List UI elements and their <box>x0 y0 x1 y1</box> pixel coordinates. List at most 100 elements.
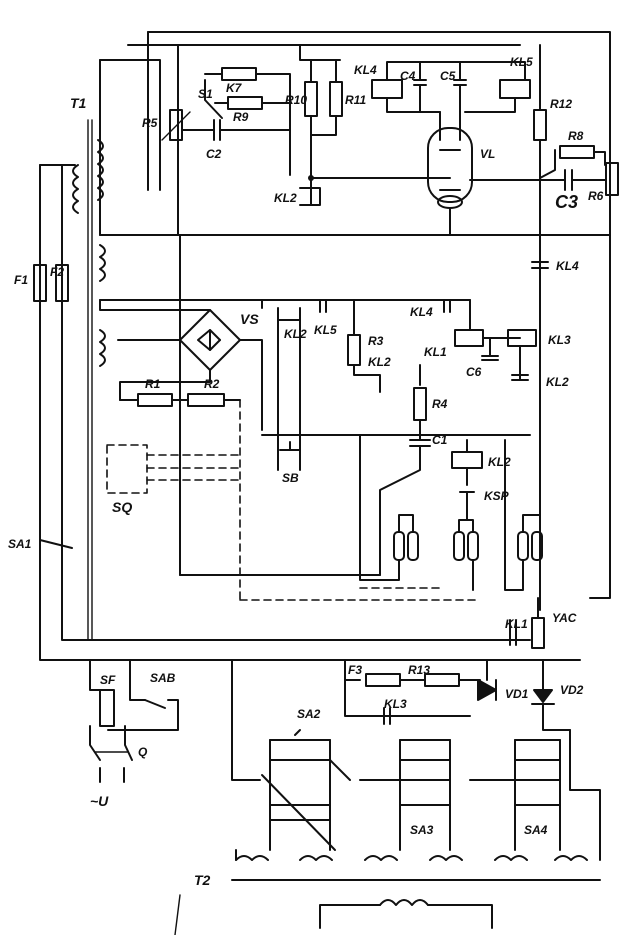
label-c2: C2 <box>206 147 222 161</box>
transformer-t1: T1 <box>70 95 106 641</box>
sensor-probes <box>179 434 543 591</box>
relay-yac <box>531 617 545 649</box>
label-r4: R4 <box>432 397 448 411</box>
relay-kl4-coil <box>371 79 403 99</box>
thyristor-vd1 <box>477 679 497 701</box>
resistor-r1 <box>137 393 173 407</box>
label-kl2-d: KL2 <box>488 455 511 469</box>
label-kl3: KL3 <box>548 333 571 347</box>
resistor-r8 <box>559 145 595 159</box>
label-yac: YAC <box>552 611 577 625</box>
switch-sa2: SA2 <box>231 659 351 851</box>
resistor-r13 <box>424 673 460 687</box>
label-ksp: KSP <box>484 489 510 503</box>
fuse-f2 <box>55 264 69 302</box>
top-relays: KL4 C4 C5 KL5 <box>354 44 541 113</box>
relay-kl1-coil <box>454 329 484 347</box>
label-r3: R3 <box>368 334 384 348</box>
probe-2 <box>453 519 479 591</box>
bridge-vs: VS <box>117 309 263 431</box>
label-f3: F3 <box>348 663 362 677</box>
label-c4: C4 <box>400 69 416 83</box>
resistor-f3 <box>365 673 401 687</box>
label-sa3: SA3 <box>410 823 434 837</box>
label-s1: S1 <box>198 87 213 101</box>
label-sf: SF <box>100 673 116 687</box>
tube-vl: VL <box>427 111 495 236</box>
label-q: Q <box>138 745 148 759</box>
label-kl5-top: KL5 <box>510 55 533 69</box>
resistor-r3 <box>347 334 361 366</box>
label-c6: C6 <box>466 365 482 379</box>
switch-sa4: SA4 <box>469 729 601 861</box>
label-vl: VL <box>480 147 495 161</box>
lower-power: KL1 YAC SF SAB Q ~U <box>89 597 581 809</box>
label-kl4-b: KL4 <box>410 305 433 319</box>
label-f1: F1 <box>14 273 28 287</box>
probe-3 <box>504 439 543 591</box>
resistor-r5 <box>169 109 183 141</box>
label-c3: C3 <box>555 192 578 212</box>
label-r8: R8 <box>568 129 584 143</box>
top-left-network: R5 S1 K7 R9 C2 <box>142 67 291 176</box>
label-kl4-top: KL4 <box>354 63 377 77</box>
label-sb: SB <box>282 471 299 485</box>
label-vd1: VD1 <box>505 687 529 701</box>
contact-kl4-mid: KL4 <box>531 259 579 273</box>
label-u: ~U <box>90 793 109 809</box>
resistor-r11 <box>329 81 343 117</box>
label-r9: R9 <box>233 110 249 124</box>
probe-1 <box>359 434 419 581</box>
label-c5: C5 <box>440 69 456 83</box>
label-k7: K7 <box>226 81 243 95</box>
label-r2: R2 <box>204 377 220 391</box>
transformer-t2: T2 <box>174 849 601 935</box>
right-top-network: R12 R8 R6 C3 <box>469 97 619 611</box>
label-kl2-top: KL2 <box>274 191 297 205</box>
label-vd2: VD2 <box>560 683 584 697</box>
label-kl2-a: KL2 <box>284 327 307 341</box>
switch-sq <box>106 444 148 494</box>
sq-block: SQ <box>106 399 481 601</box>
label-sq: SQ <box>112 499 132 515</box>
label-kl2-c: KL2 <box>546 375 569 389</box>
resistor-r12 <box>533 109 547 141</box>
label-kl4-mid: KL4 <box>556 259 579 273</box>
resistor-k7 <box>221 67 257 81</box>
label-sa4: SA4 <box>524 823 548 837</box>
label-t1: T1 <box>70 95 87 111</box>
label-sa2: SA2 <box>297 707 321 721</box>
switch-sa3: SA3 <box>359 739 451 851</box>
label-kl5-b: KL5 <box>314 323 337 337</box>
relay-kl3-coil <box>507 329 537 347</box>
resistor-r4 <box>413 387 427 421</box>
resistor-r2 <box>187 393 225 407</box>
supply-wires-left: F1 F2 SA1 <box>8 164 101 661</box>
thyristor-section: F3 R13 VD1 VD2 KL3 <box>344 659 584 731</box>
label-sab: SAB <box>150 671 176 685</box>
label-kl2-b: KL2 <box>368 355 391 369</box>
label-kl1-b: KL1 <box>505 617 528 631</box>
switch-sa1 <box>39 539 73 549</box>
label-kl3-b: KL3 <box>384 697 407 711</box>
resistor-r6 <box>605 162 619 196</box>
label-r5: R5 <box>142 116 158 130</box>
tube-vl-envelope <box>427 127 473 203</box>
label-r10: R10 <box>285 93 307 107</box>
switch-groups: SA2 SA3 SA4 <box>231 659 601 861</box>
r1-r2-network: R1 R2 <box>119 377 241 407</box>
relay-kl5-coil <box>499 79 531 99</box>
r10-r11-network: R10 R11 KL2 <box>274 44 451 206</box>
label-t2: T2 <box>194 872 211 888</box>
label-c1: C1 <box>432 433 448 447</box>
relay-kl2-coil <box>451 451 483 469</box>
label-r12: R12 <box>550 97 572 111</box>
label-r6: R6 <box>588 189 604 203</box>
label-vs: VS <box>240 311 259 327</box>
label-f2: F2 <box>50 265 64 279</box>
thyristor-vd2 <box>533 689 553 703</box>
label-sa1: SA1 <box>8 537 32 551</box>
label-kl1: KL1 <box>424 345 447 359</box>
label-r1: R1 <box>145 377 161 391</box>
